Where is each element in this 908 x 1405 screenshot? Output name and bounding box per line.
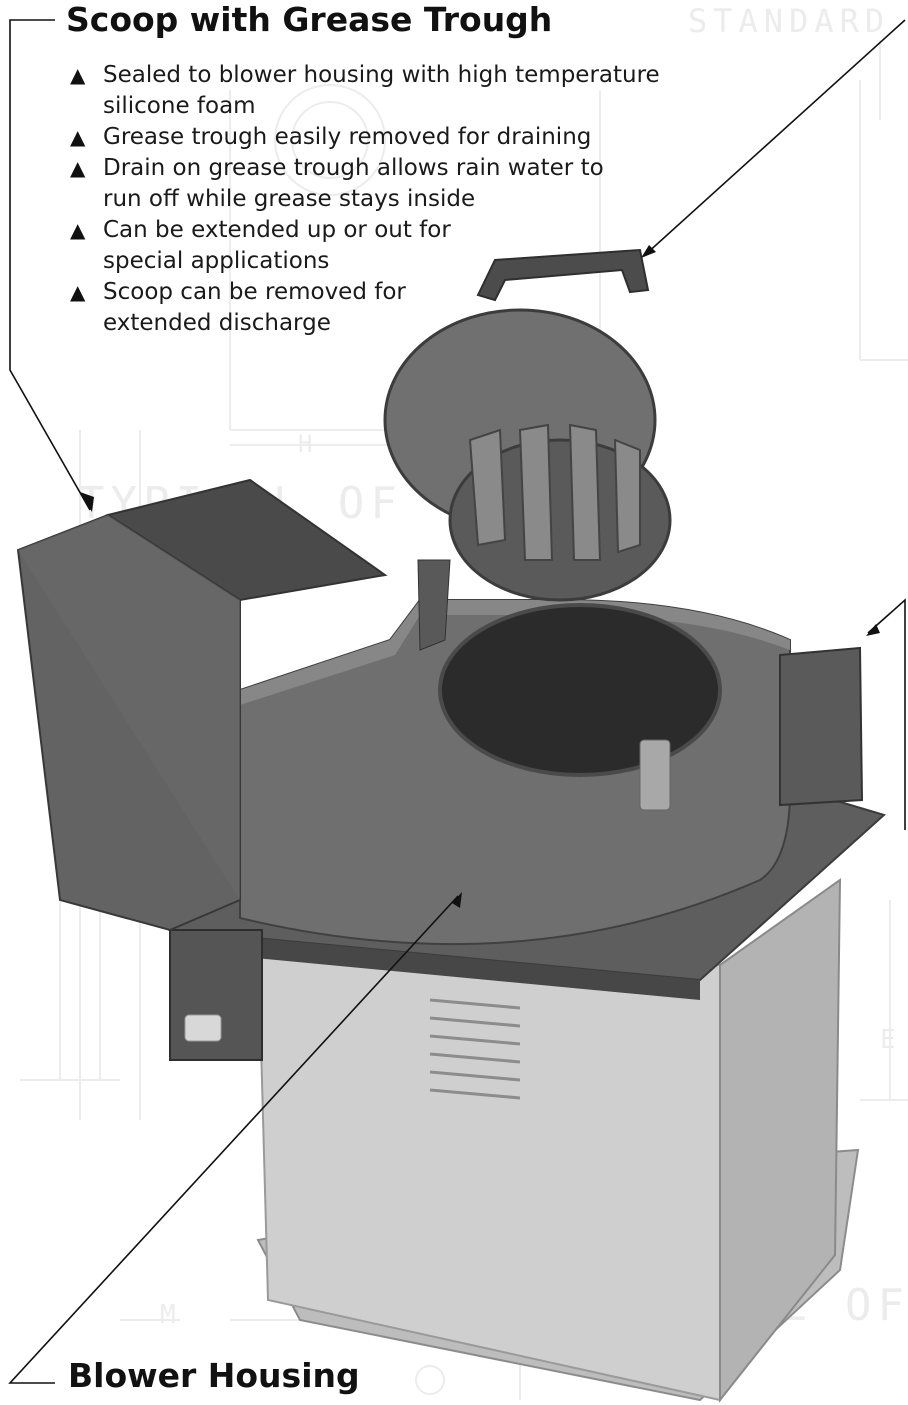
feature-text: Scoop can be removed for extended discha…: [103, 279, 406, 336]
triangle-up-icon: ▲: [70, 63, 86, 87]
housing-inlet-opening: [438, 603, 722, 777]
feature-text: Drain on grease trough allows rain water…: [103, 155, 604, 212]
blower-housing-title: Blower Housing: [68, 1356, 360, 1395]
triangle-up-icon: ▲: [70, 218, 86, 242]
feature-item: ▲ Scoop can be removed for extended disch…: [70, 277, 703, 339]
galvanized-box-side: [719, 878, 842, 1403]
feature-text: Grease trough easily removed for drainin…: [103, 124, 592, 150]
callout-arrowheads: [80, 245, 880, 908]
motor-disconnect-box: [779, 646, 864, 807]
scoop-title: Scoop with Grease Trough: [66, 0, 553, 39]
right-side-leader-line: [867, 598, 906, 830]
feature-item: ▲ Sealed to blower housing with high temp…: [70, 60, 703, 122]
scoop-leader-line: [9, 19, 91, 511]
top-right-leader-line: [644, 19, 906, 256]
bg-label-standard: STANDARD: [688, 2, 891, 40]
motor-mount-frame: [476, 248, 650, 302]
fan-wheel-ring: [448, 438, 672, 602]
blower-leader-line: [8, 895, 459, 1384]
feature-item: ▲ Can be extended up or out for special a…: [70, 215, 703, 277]
feature-item: ▲ Drain on grease trough allows rain wate…: [70, 153, 703, 215]
triangle-up-icon: ▲: [70, 156, 86, 180]
feature-item: ▲ Grease trough easily removed for draini…: [70, 122, 703, 153]
callout-leader-lines: [8, 19, 906, 1384]
triangle-up-icon: ▲: [70, 280, 86, 304]
housing-latch: [639, 739, 671, 811]
feature-text: Can be extended up or out for special ap…: [103, 217, 451, 274]
bg-label-m: M: [160, 1300, 182, 1330]
scoop-feature-list: ▲ Sealed to blower housing with high temp…: [70, 60, 703, 339]
hinge-arm: [417, 559, 451, 651]
feature-text: Sealed to blower housing with high tempe…: [103, 62, 660, 119]
triangle-up-icon: ▲: [70, 125, 86, 149]
box-louvers: [429, 998, 521, 1100]
top-plate-edge: [170, 930, 700, 1000]
bg-label-h: H: [298, 430, 319, 458]
trough-drain: [184, 1014, 222, 1042]
bg-label-e: E: [880, 1025, 902, 1055]
fan-blades: [468, 423, 641, 561]
